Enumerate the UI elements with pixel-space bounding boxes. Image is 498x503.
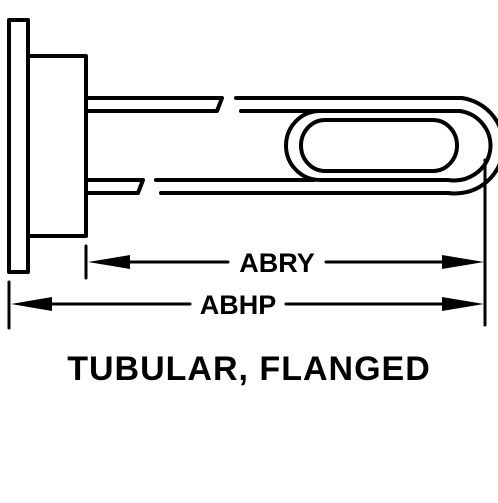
- tube-lower-leg: [84, 178, 450, 195]
- dimension-label-abhp: ABHP: [200, 290, 277, 320]
- arrowhead-abry-left: [88, 255, 130, 269]
- flange-hub: [26, 54, 88, 238]
- flange-plate: [7, 18, 30, 274]
- arrowhead-abry-right: [442, 255, 484, 269]
- arrowhead-abhp-right: [442, 297, 484, 311]
- arrowhead-abhp-left: [11, 297, 52, 311]
- drawing-caption: TUBULAR, FLANGED: [67, 350, 431, 388]
- tube-hairpin-loop: [284, 96, 498, 196]
- dimension-label-abry: ABRY: [239, 248, 315, 278]
- tube-upper-leg: [84, 96, 464, 113]
